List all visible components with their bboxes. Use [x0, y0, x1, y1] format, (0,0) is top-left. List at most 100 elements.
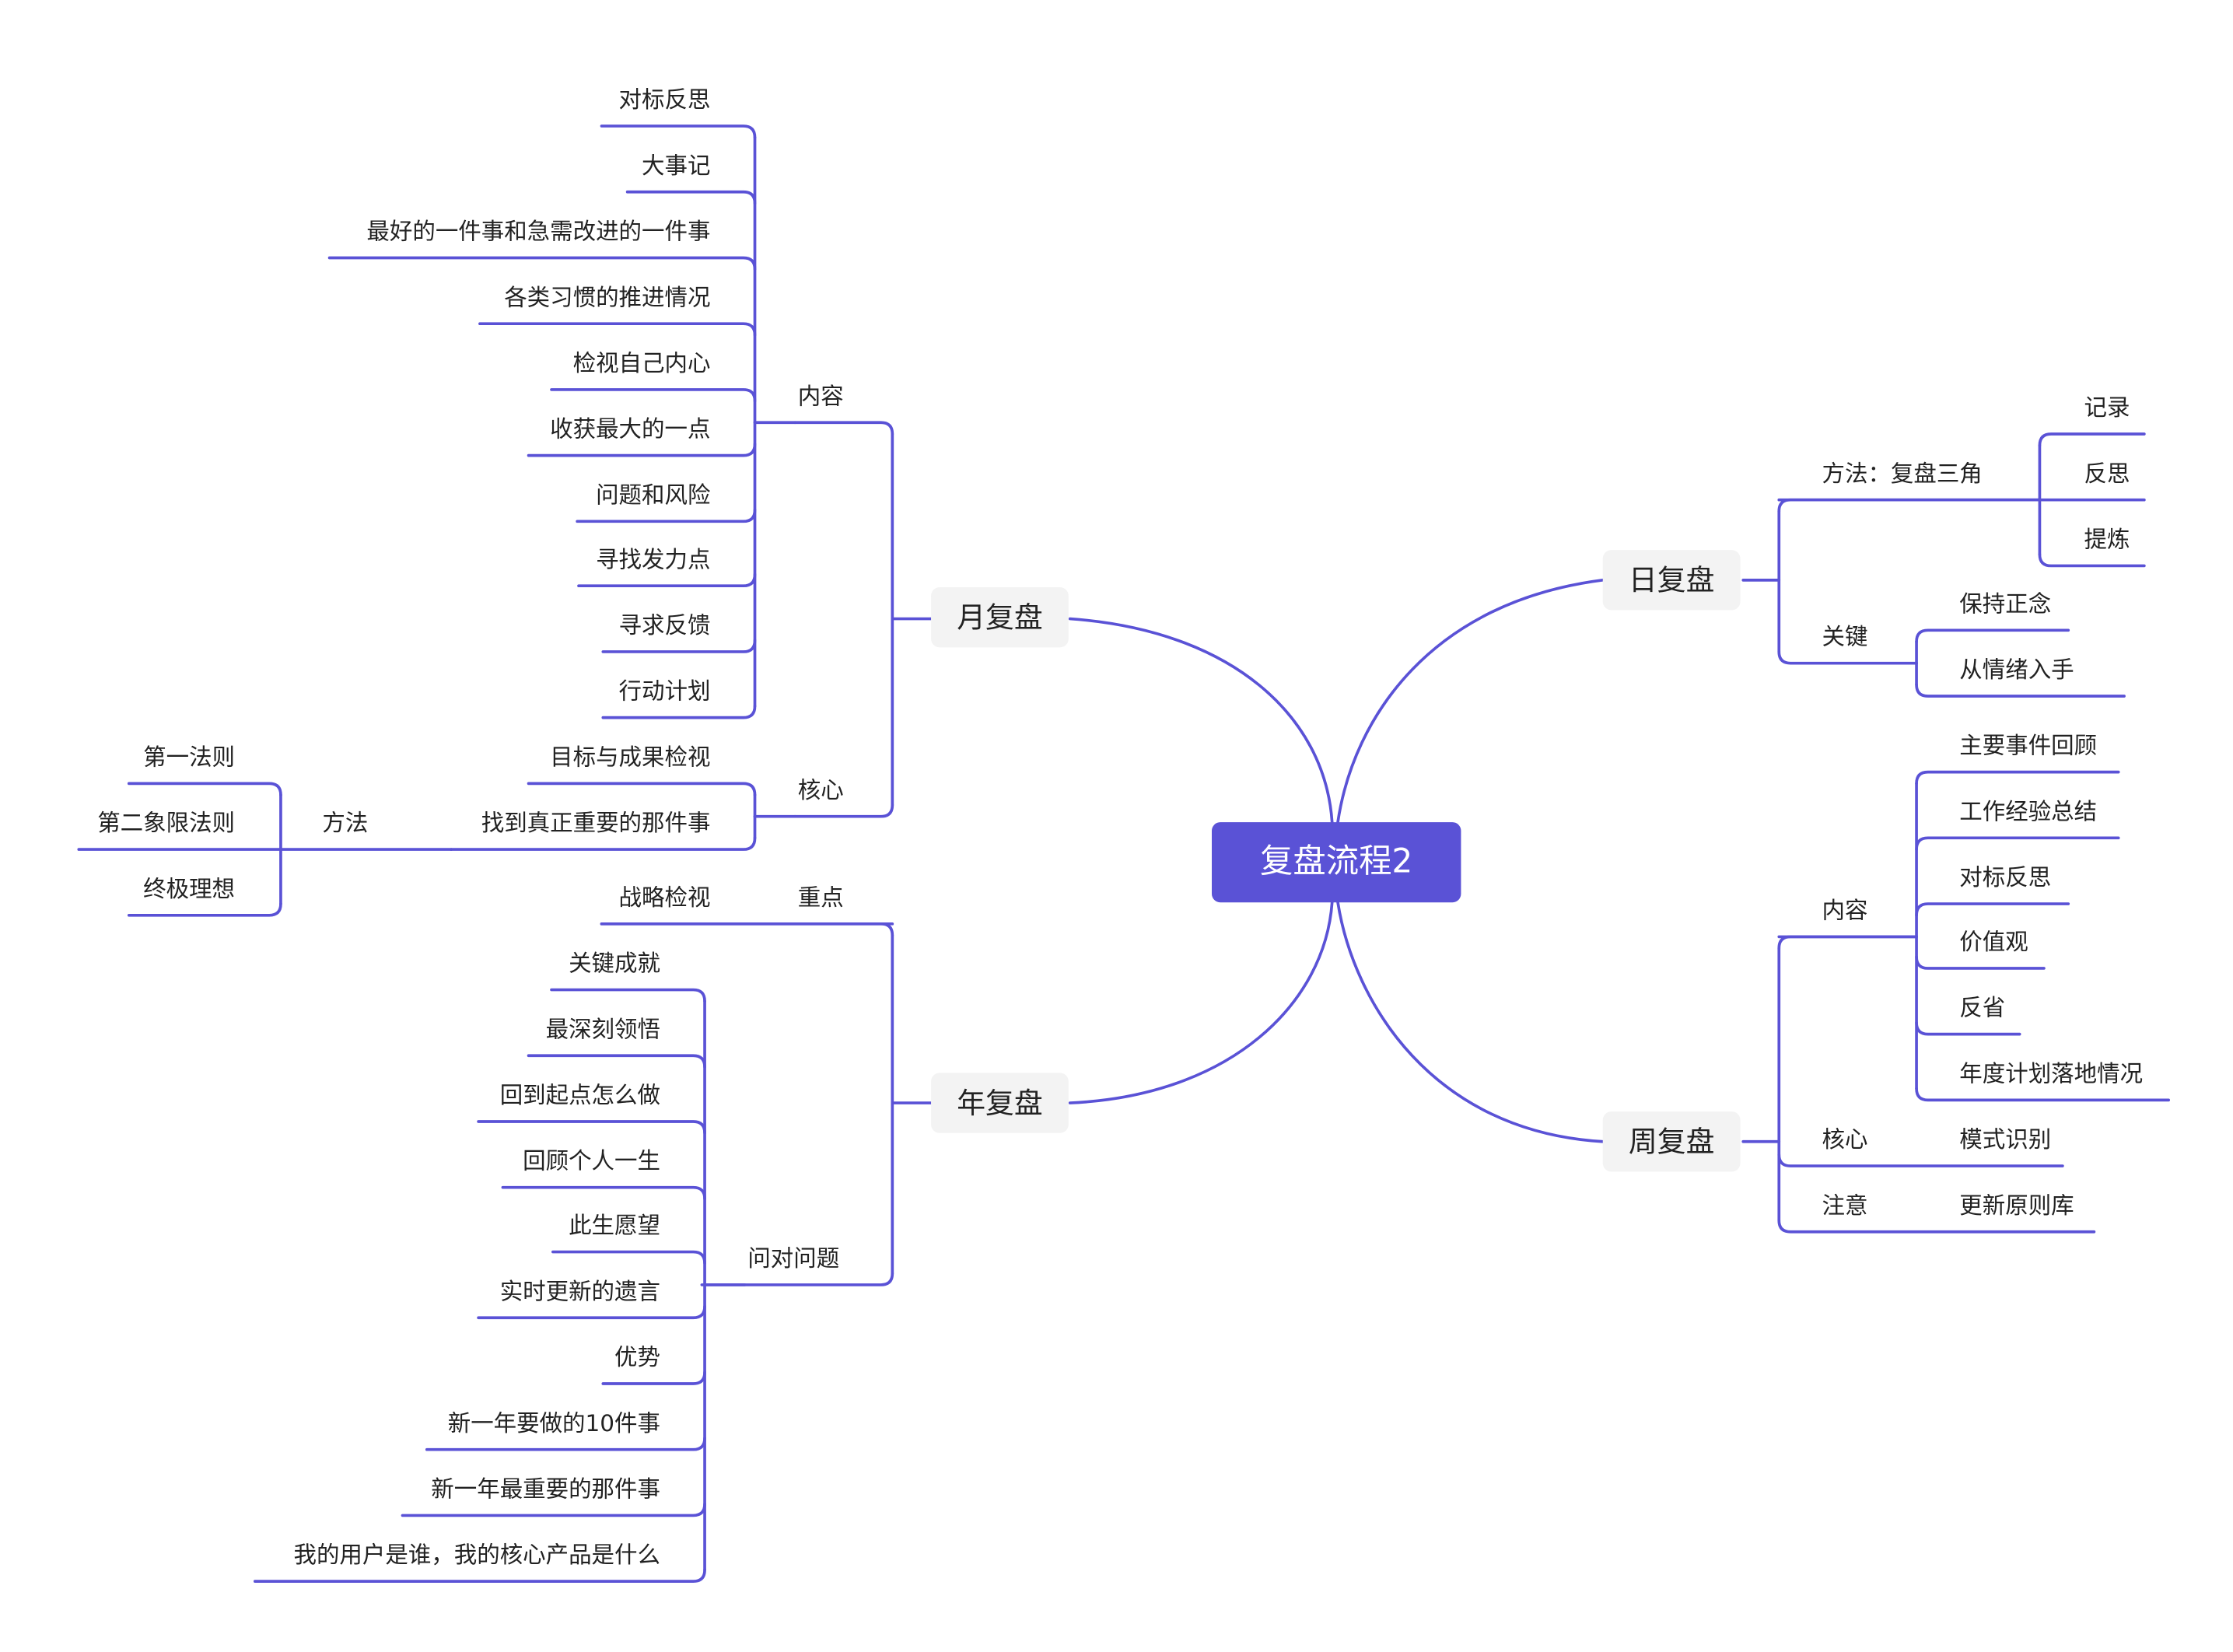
month-method-item[interactable]: 第二象限法则 — [97, 809, 236, 837]
month-content-leaf-line — [527, 443, 757, 457]
year-questions-leaf-line — [425, 1437, 706, 1451]
branch-month[interactable]: 月复盘 — [931, 587, 1069, 648]
month-content-leaf-line — [577, 572, 757, 588]
month-method-leaf-line — [127, 902, 282, 917]
day-branch-leaf-line — [1777, 650, 1918, 665]
day-method-leaf-line — [2038, 432, 2146, 447]
year-questions-leaf-line — [550, 988, 706, 1003]
year-focus-topic[interactable]: 重点 — [797, 884, 844, 912]
month-content-item[interactable]: 问题和风险 — [596, 481, 711, 509]
month-content-item[interactable]: 大事记 — [642, 152, 711, 180]
month-content-item[interactable]: 寻找发力点 — [596, 545, 711, 573]
day-method-topic[interactable]: 方法：复盘三角 — [1822, 460, 1983, 488]
month-content-item[interactable]: 检视自己内心 — [572, 349, 711, 377]
week-content-item[interactable]: 主要事件回顾 — [1959, 732, 2098, 760]
week-branch-leaf-line — [1777, 1153, 2064, 1167]
month-branch-leaf-line — [793, 803, 894, 818]
year-question-item[interactable]: 回到起点怎么做 — [499, 1081, 660, 1109]
year-questions-leaf-line — [551, 1250, 706, 1265]
month-method-item[interactable]: 第一法则 — [143, 743, 236, 771]
day-branch-leaf-line — [1777, 498, 2042, 513]
week-core-item[interactable]: 模式识别 — [1959, 1125, 2052, 1153]
month-method-item[interactable]: 终极理想 — [143, 875, 236, 903]
year-question-item[interactable]: 新一年要做的10件事 — [447, 1409, 660, 1437]
month-method-leaf-line — [127, 782, 282, 796]
week-content-topic[interactable]: 内容 — [1822, 896, 1868, 924]
year-questions-leaf-line — [401, 1502, 706, 1517]
week-content-item[interactable]: 对标反思 — [1959, 863, 2052, 891]
month-content-leaf-line — [550, 388, 757, 403]
month-content-leaf-line — [576, 508, 757, 523]
day-key-item[interactable]: 从情绪入手 — [1959, 656, 2074, 684]
year-focus-item[interactable]: 战略检视 — [618, 884, 711, 912]
month-content-item[interactable]: 对标反思 — [618, 86, 711, 114]
root-to-day — [1336, 579, 1605, 824]
week-core-topic[interactable]: 核心 — [1822, 1125, 1868, 1153]
month-content-leaf-line — [478, 322, 757, 337]
branch-week[interactable]: 周复盘 — [1602, 1111, 1741, 1172]
week-content-leaf-line — [1915, 1021, 2021, 1036]
year-question-item[interactable]: 实时更新的遗言 — [499, 1277, 660, 1305]
year-questions-leaf-line — [527, 1054, 706, 1069]
month-core-topic[interactable]: 核心 — [797, 776, 844, 804]
month-content-item[interactable]: 收获最大的一点 — [550, 415, 711, 443]
year-question-item[interactable]: 新一年最重要的那件事 — [431, 1475, 660, 1503]
year-question-item[interactable]: 回顾个人一生 — [523, 1147, 660, 1175]
month-content-leaf-line — [601, 705, 757, 719]
year-questions-leaf-line — [477, 1120, 706, 1135]
week-content-leaf-line — [1915, 955, 2046, 970]
root-to-month — [1068, 617, 1334, 824]
week-note-item[interactable]: 更新原则库 — [1959, 1192, 2074, 1220]
week-note-topic[interactable]: 注意 — [1822, 1192, 1868, 1220]
year-questions-leaf-line — [601, 1370, 706, 1385]
branch-year[interactable]: 年复盘 — [931, 1073, 1069, 1133]
week-content-item[interactable]: 年度计划落地情况 — [1959, 1059, 2144, 1087]
day-key-topic[interactable]: 关键 — [1822, 623, 1868, 651]
year-question-item[interactable]: 我的用户是谁，我的核心产品是什么 — [293, 1541, 660, 1569]
day-key-leaf-line — [1915, 683, 2126, 698]
month-content-item[interactable]: 寻求反馈 — [618, 611, 711, 639]
week-content-item[interactable]: 价值观 — [1959, 928, 2028, 956]
week-content-leaf-line — [1915, 836, 2120, 851]
year-question-item[interactable]: 优势 — [614, 1343, 660, 1371]
month-method-topic[interactable]: 方法 — [322, 809, 369, 837]
day-method-item[interactable]: 反思 — [2084, 460, 2130, 488]
branch-day[interactable]: 日复盘 — [1602, 550, 1741, 611]
year-question-item[interactable]: 最深刻领悟 — [545, 1015, 660, 1043]
year-question-item[interactable]: 此生愿望 — [569, 1211, 660, 1239]
month-content-topic[interactable]: 内容 — [797, 382, 844, 410]
day-key-item[interactable]: 保持正念 — [1959, 590, 2052, 618]
year-questions-leaf-line — [477, 1304, 706, 1320]
year-branch-leaf-line — [600, 922, 894, 937]
month-core-leaf-line — [450, 836, 757, 851]
year-questions-leaf-line — [501, 1185, 706, 1201]
root-to-year — [1068, 901, 1334, 1104]
week-content-item[interactable]: 工作经验总结 — [1959, 797, 2098, 825]
week-branch-leaf-line — [1777, 1219, 2096, 1234]
day-method-leaf-line — [2038, 552, 2146, 568]
month-content-leaf-line — [327, 256, 757, 271]
root-node[interactable]: 复盘流程2 — [1211, 822, 1461, 903]
day-method-item[interactable]: 提炼 — [2084, 525, 2130, 553]
month-branch-leaf-line — [793, 421, 894, 436]
day-key-leaf-line — [1915, 628, 2070, 643]
day-method-item[interactable]: 记录 — [2084, 394, 2130, 422]
month-core-item[interactable]: 找到真正重要的那件事 — [481, 809, 711, 837]
week-content-leaf-line — [1915, 1087, 2171, 1102]
root-to-week — [1336, 901, 1605, 1143]
month-core-leaf-line — [527, 782, 757, 796]
year-question-item[interactable]: 关键成就 — [569, 949, 660, 977]
week-content-item[interactable]: 反省 — [1959, 994, 2006, 1022]
month-content-item[interactable]: 最好的一件事和急需改进的一件事 — [366, 217, 711, 245]
month-content-leaf-line — [600, 124, 757, 139]
month-content-item[interactable]: 行动计划 — [618, 677, 711, 705]
month-content-item[interactable]: 各类习惯的推进情况 — [504, 283, 711, 311]
year-branch-leaf-line — [700, 1272, 894, 1286]
year-questions-leaf-line — [253, 1568, 706, 1583]
year-questions-topic[interactable]: 问对问题 — [747, 1244, 840, 1272]
month-core-item[interactable]: 目标与成果检视 — [550, 743, 711, 771]
week-content-leaf-line — [1915, 902, 2070, 917]
month-content-leaf-line — [625, 190, 757, 205]
